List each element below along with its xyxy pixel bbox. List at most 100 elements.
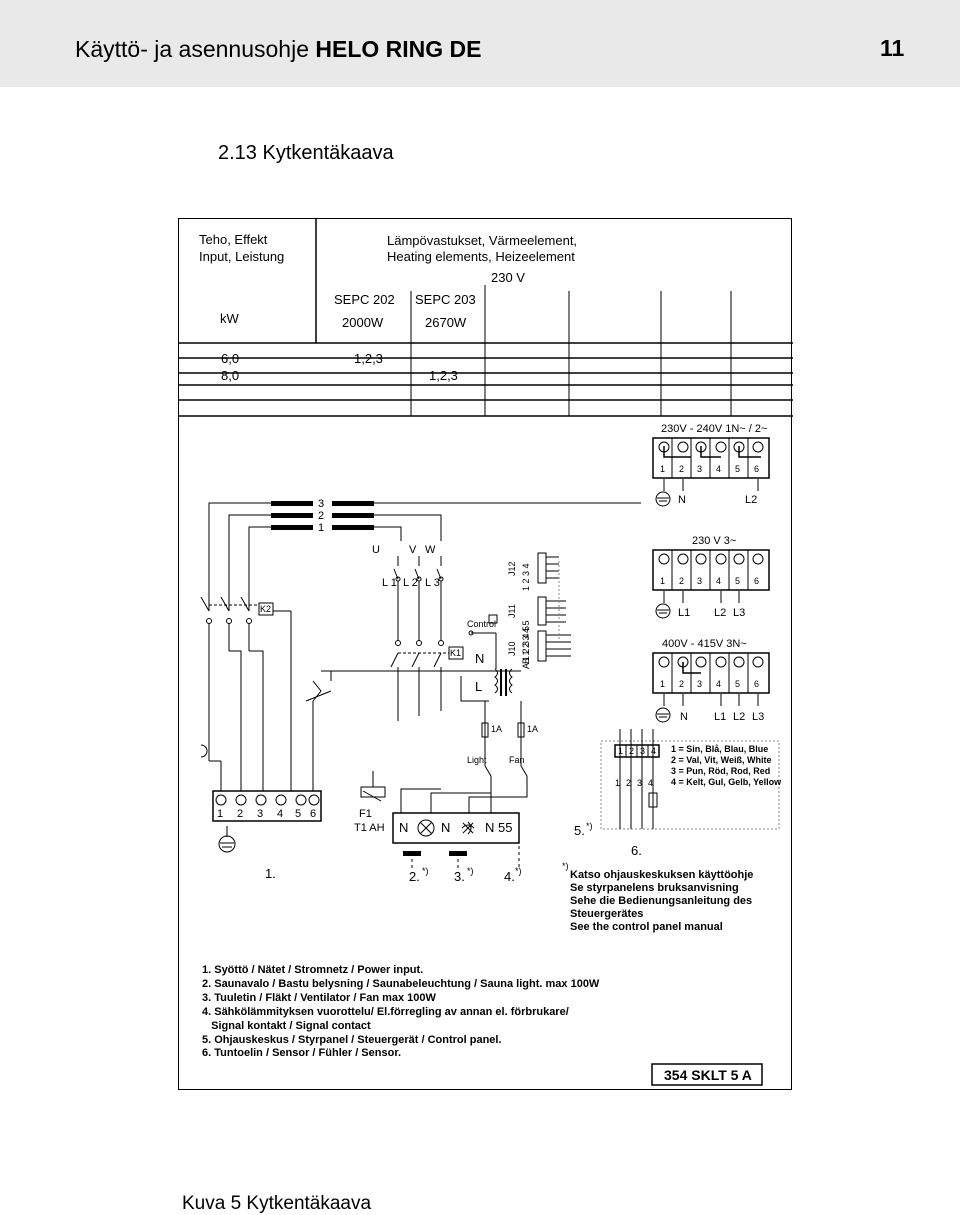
output-n55: N 55 [485, 820, 512, 835]
terminal-number: 3 [697, 464, 702, 474]
terminal-number: 4 [716, 464, 721, 474]
part-4-label: 4. [504, 869, 515, 884]
terminal-number: 1 [217, 808, 223, 820]
terminal-number: 3 [697, 576, 702, 586]
legend-item: 6. Tuntoelin / Sensor / Fühler / Sensor. [202, 1047, 401, 1059]
document-title: Käyttö- ja asennusohje HELO RING DE [75, 36, 482, 62]
uvw-label: W [425, 544, 436, 556]
sensor-pin: 1 [618, 746, 623, 756]
wiring-diagram-svg: Teho, Effekt Input, Leistung Lämpövastuk… [179, 219, 793, 1086]
watt-1: 2000W [342, 315, 384, 330]
uvw-label: V [409, 544, 417, 556]
sensor-pin: 3 [637, 778, 642, 788]
legend-item: 4. Sähkölämmityksen vuorottelu/ El.förre… [202, 1006, 569, 1018]
terminal-number: 5 [295, 808, 301, 820]
terminal-label: L1 [678, 607, 690, 619]
element-number: 3 [318, 498, 324, 510]
sensor-pin: 2 [626, 778, 631, 788]
f1-label: F1 [359, 808, 372, 820]
wire-color-legend: 1 = Sin, Blå, Blau, Blue [671, 744, 768, 754]
ground-icon [655, 491, 671, 507]
legend-item: 3. Tuuletin / Fläkt / Ventilator / Fan m… [202, 992, 437, 1004]
model-2: SEPC 203 [415, 292, 476, 307]
figure-caption: Kuva 5 Kytkentäkaava [182, 1193, 372, 1214]
uvw-label: U [372, 544, 380, 556]
k2-label: K2 [260, 604, 271, 614]
terminal-number: 1 [660, 464, 665, 474]
ground-icon [655, 707, 671, 723]
terminal-label: L2 [714, 607, 726, 619]
terminal-number: 2 [237, 808, 243, 820]
terminal-number: 4 [716, 576, 721, 586]
ground-icon [655, 603, 671, 619]
l-label: L 1 [382, 577, 397, 589]
row-power: 8,0 [221, 368, 239, 383]
n-label: N [475, 651, 484, 666]
header-band [0, 0, 960, 87]
wire-color-legend: 4 = Kelt, Gul, Gelb, Yellow [671, 777, 782, 787]
light-label: Light [467, 755, 487, 765]
k1-label: K1 [450, 648, 461, 658]
legend-item: 2. Saunavalo / Bastu belysning / Saunabe… [202, 978, 600, 990]
model-1: SEPC 202 [334, 292, 395, 307]
sensor-pin: 1 [615, 778, 620, 788]
part-code: 354 SKLT 5 A [664, 1067, 752, 1083]
note-line: Katso ohjauskeskuksen käyttöohje [570, 869, 753, 881]
terminal-number: 1 [660, 679, 665, 689]
part-2-label: 2. [409, 869, 420, 884]
l-label: L 3 [425, 577, 440, 589]
terminal-number: 2 [679, 576, 684, 586]
j11-label: J11 [507, 604, 517, 618]
row-power: 6,0 [221, 351, 239, 366]
terminal-number: 6 [310, 808, 316, 820]
j12-label: J12 [507, 561, 517, 576]
sensor-pin: 2 [629, 746, 634, 756]
control-label: Control [467, 619, 496, 629]
part-1-label: 1. [265, 866, 276, 881]
output-n: N [399, 820, 408, 835]
control-panel-note: *) Katso ohjauskeskuksen käyttöohje Se s… [562, 861, 753, 933]
part-3-label: 3. [454, 869, 465, 884]
terminal-number: 3 [697, 679, 702, 689]
control-board: Control N L [460, 614, 513, 702]
supply-label: 230V - 240V 1N~ / 2~ [661, 423, 767, 435]
main-terminal: 1 2 3 4 5 6 1. [212, 790, 322, 881]
fuse-label: 1A [491, 724, 502, 734]
supply-label: 400V - 415V 3N~ [662, 638, 747, 650]
terminal-label: L3 [733, 607, 745, 619]
ground-icon [218, 826, 236, 853]
fuses: 1A 1A Light Fan [467, 701, 538, 777]
legend-item: Signal kontakt / Signal contact [202, 1020, 371, 1032]
fan-icon [461, 821, 475, 835]
voltage-header: 230 V [491, 270, 525, 285]
part-5-label: 5. [574, 823, 585, 838]
sensor-pin: 4 [651, 746, 656, 756]
fan-label: Fan [509, 755, 525, 765]
legend-item: 1. Syöttö / Nätet / Stromnetz / Power in… [202, 964, 423, 976]
row-col2: 1,2,3 [429, 368, 458, 383]
terminal-label: L3 [752, 711, 764, 723]
power-header-2: Input, Leistung [199, 249, 284, 264]
star-mark: *) [515, 866, 522, 876]
section-title: 2.13 Kytkentäkaava [218, 142, 394, 164]
terminal-number: 1 [660, 576, 665, 586]
k1-relay: K1 [390, 581, 464, 721]
terminal-number: 5 [735, 464, 740, 474]
star-mark: *) [467, 866, 474, 876]
terminal-number: 2 [679, 679, 684, 689]
terminal-block-1n: 230V - 240V 1N~ / 2~ 1 2 3 4 5 6 N L2 [652, 423, 770, 507]
lamp-icon [417, 819, 435, 837]
element-number: 2 [318, 510, 324, 522]
row-col1: 1,2,3 [354, 351, 383, 366]
terminal-number: 4 [277, 808, 283, 820]
wiring-diagram: Teho, Effekt Input, Leistung Lämpövastuk… [178, 218, 793, 1090]
elements-header-2: Heating elements, Heizeelement [387, 249, 575, 264]
kw-header: kW [220, 311, 240, 326]
heating-elements: 3 2 1 [208, 498, 641, 611]
terminal-number: 5 [735, 576, 740, 586]
l-label: L 2 [403, 577, 418, 589]
f1-type: T1 AH [354, 822, 385, 834]
terminal-label: N [680, 711, 688, 723]
watt-2: 2670W [425, 315, 467, 330]
page-number: 11 [880, 35, 905, 61]
